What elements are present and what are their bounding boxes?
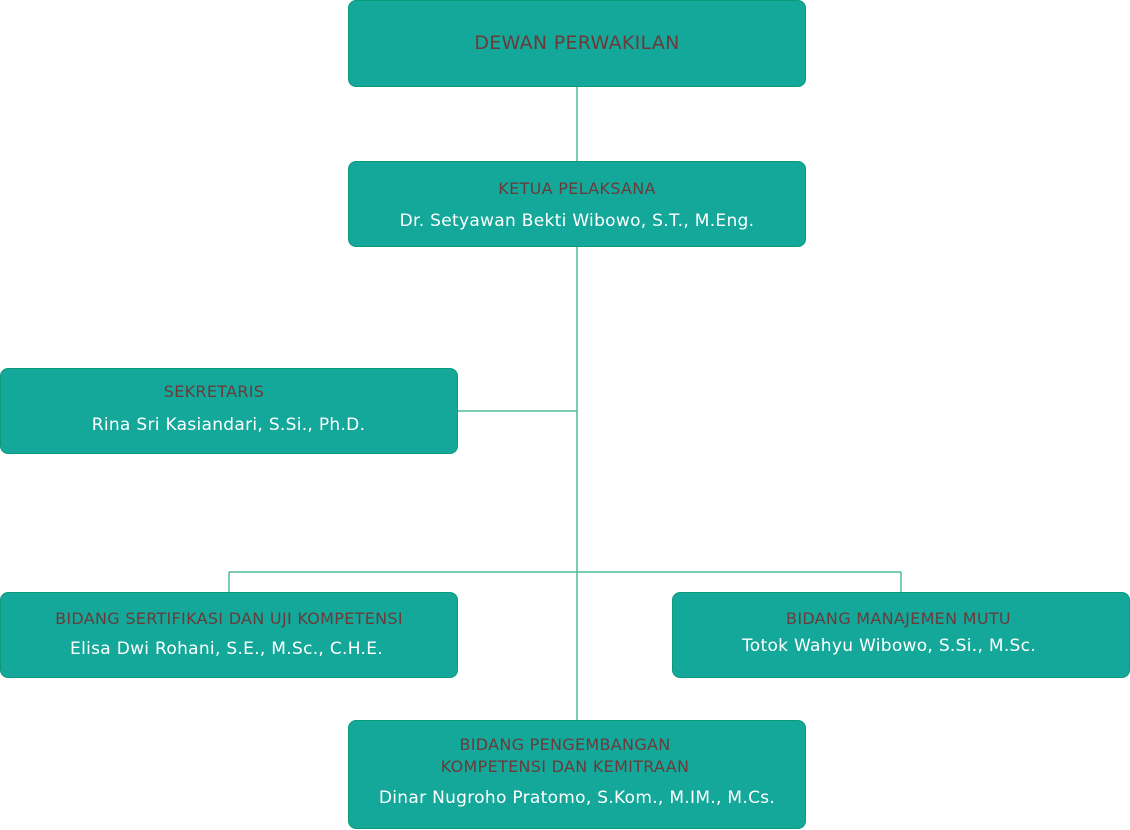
ketua-pelaksana-box: KETUA PELAKSANA Dr. Setyawan Bekti Wibow… [348,161,806,247]
bidang-pengembangan-box: BIDANG PENGEMBANGAN KOMPETENSI DAN KEMIT… [348,720,806,829]
dewan-role-label: DEWAN PERWAKILAN [474,32,680,54]
dewan-perwakilan-box: DEWAN PERWAKILAN [348,0,806,87]
sertifikasi-name: Elisa Dwi Rohani, S.E., M.Sc., C.H.E. [70,639,383,659]
ketua-name: Dr. Setyawan Bekti Wibowo, S.T., M.Eng. [399,211,755,231]
bidang-sertifikasi-box: BIDANG SERTIFIKASI DAN UJI KOMPETENSI El… [0,592,458,678]
pengembangan-role-label: BIDANG PENGEMBANGAN KOMPETENSI DAN KEMIT… [349,734,781,778]
mutu-name: Totok Wahyu Wibowo, S.Si., M.Sc. [742,636,1036,656]
sekretaris-box: SEKRETARIS Rina Sri Kasiandari, S.Si., P… [0,368,458,454]
sekretaris-role-label: SEKRETARIS [163,382,265,401]
mutu-role-label: BIDANG MANAJEMEN MUTU [786,609,1011,628]
sekretaris-name: Rina Sri Kasiandari, S.Si., Ph.D. [91,415,366,435]
ketua-role-label: KETUA PELAKSANA [498,179,656,198]
pengembangan-name: Dinar Nugroho Pratomo, S.Kom., M.IM., M.… [378,788,776,808]
bidang-manajemen-mutu-box: BIDANG MANAJEMEN MUTU Totok Wahyu Wibowo… [672,592,1130,678]
pengembangan-role-line2: KOMPETENSI DAN KEMITRAAN [440,757,690,776]
sertifikasi-role-label: BIDANG SERTIFIKASI DAN UJI KOMPETENSI [55,609,403,628]
pengembangan-role-line1: BIDANG PENGEMBANGAN [459,735,671,754]
